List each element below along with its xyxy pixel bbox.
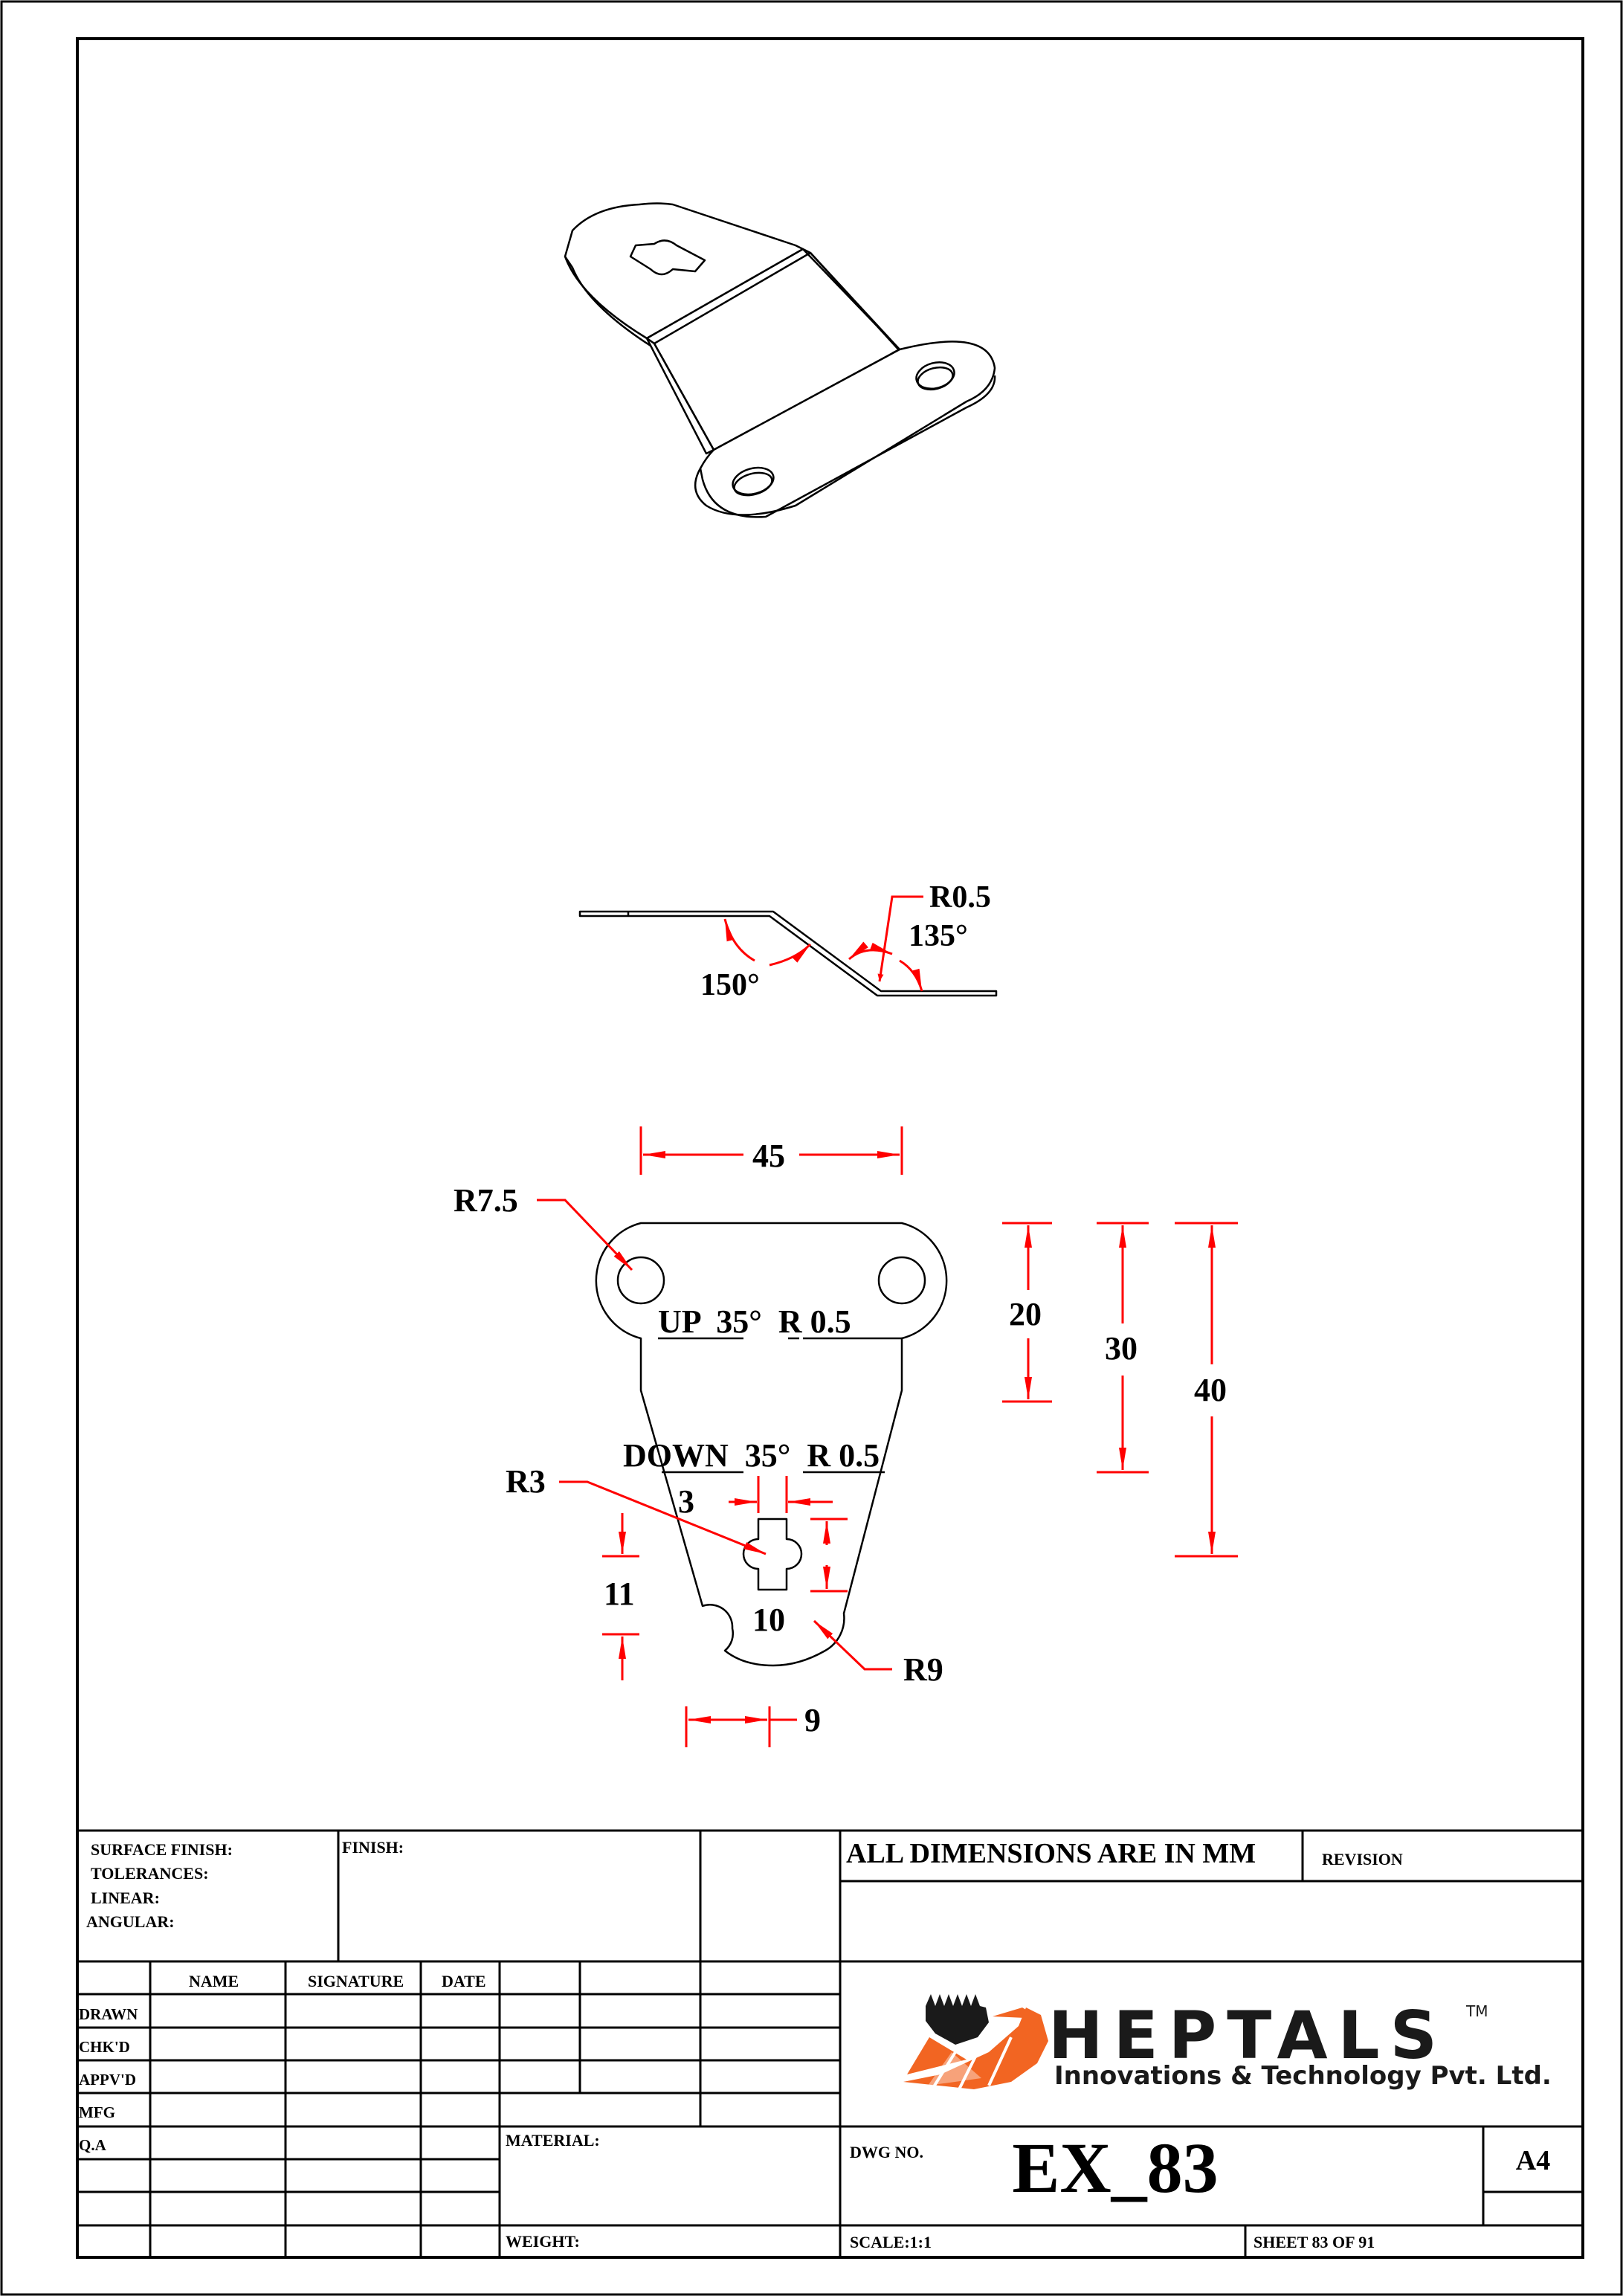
dim-r75: R7.5 [454,1182,518,1219]
dim-r05-side: R0.5 [929,880,991,915]
dwg-no: EX_83 [1012,2128,1218,2208]
bend-down-note: DOWN 35° R 0.5 [623,1437,880,1474]
surface-finish-label: SURFACE FINISH: [91,1840,233,1859]
material-label: MATERIAL: [506,2131,600,2150]
side-view: R0.5 135° 150° [578,880,998,1002]
row-drawn: DRAWN [79,2005,138,2023]
isometric-view [564,202,996,518]
logo-trademark: TM [1465,2002,1488,2020]
drawing-frame [76,37,1584,2259]
dim-width-45: 45 [752,1138,785,1174]
logo-emblem [903,1994,1048,2090]
finish-label: FINISH: [342,1838,404,1857]
dim-r9: R9 [903,1651,943,1688]
dim-h20: 20 [1009,1296,1042,1332]
units-note: ALL DIMENSIONS ARE IN MM [846,1838,1256,1869]
dim-h10: 10 [752,1602,785,1638]
weight-label: WEIGHT: [506,2232,580,2251]
col-date: DATE [442,1972,486,1990]
title-block [77,1829,1583,2257]
scale-label: SCALE:1:1 [850,2233,932,2251]
sheet-label: SHEET 83 OF 91 [1253,2233,1375,2251]
dwg-no-label: DWG NO. [850,2143,923,2161]
sheet-size: A4 [1516,2145,1550,2176]
tolerances-label: TOLERANCES: [91,1864,209,1883]
dim-h30: 30 [1105,1330,1138,1367]
dim-h40: 40 [1194,1372,1227,1408]
hole-right [877,1256,926,1305]
dim-angle-150: 150° [700,968,760,1002]
dim-w9: 9 [804,1702,821,1738]
company-logo: HEPTALS TM Innovations & Technology Pvt.… [903,1994,1552,2091]
linear-label: LINEAR: [91,1889,160,1907]
angular-label: ANGULAR: [86,1912,175,1931]
hole-left [616,1256,665,1305]
dim-angle-135: 135° [909,919,968,953]
col-signature: SIGNATURE [308,1972,404,1990]
dim-h11: 11 [604,1576,635,1612]
row-mfg: MFG [79,2103,115,2121]
revision-label: REVISION [1322,1850,1403,1868]
row-checked: CHK'D [79,2038,130,2056]
flat-pattern-view: 45 R7.5 UP 35° R 0.5 DOWN 35° R 0.5 20 3… [454,1126,1238,1747]
row-approved: APPV'D [79,2071,136,2089]
logo-tagline: Innovations & Technology Pvt. Ltd. [1054,2061,1552,2091]
col-name: NAME [189,1972,239,1990]
dim-w3: 3 [678,1483,694,1520]
row-qa: Q.A [79,2136,107,2154]
logo-name: HEPTALS [1048,1997,1448,2074]
dim-r3: R3 [506,1463,546,1500]
bend-up-note: UP 35° R 0.5 [658,1303,851,1340]
